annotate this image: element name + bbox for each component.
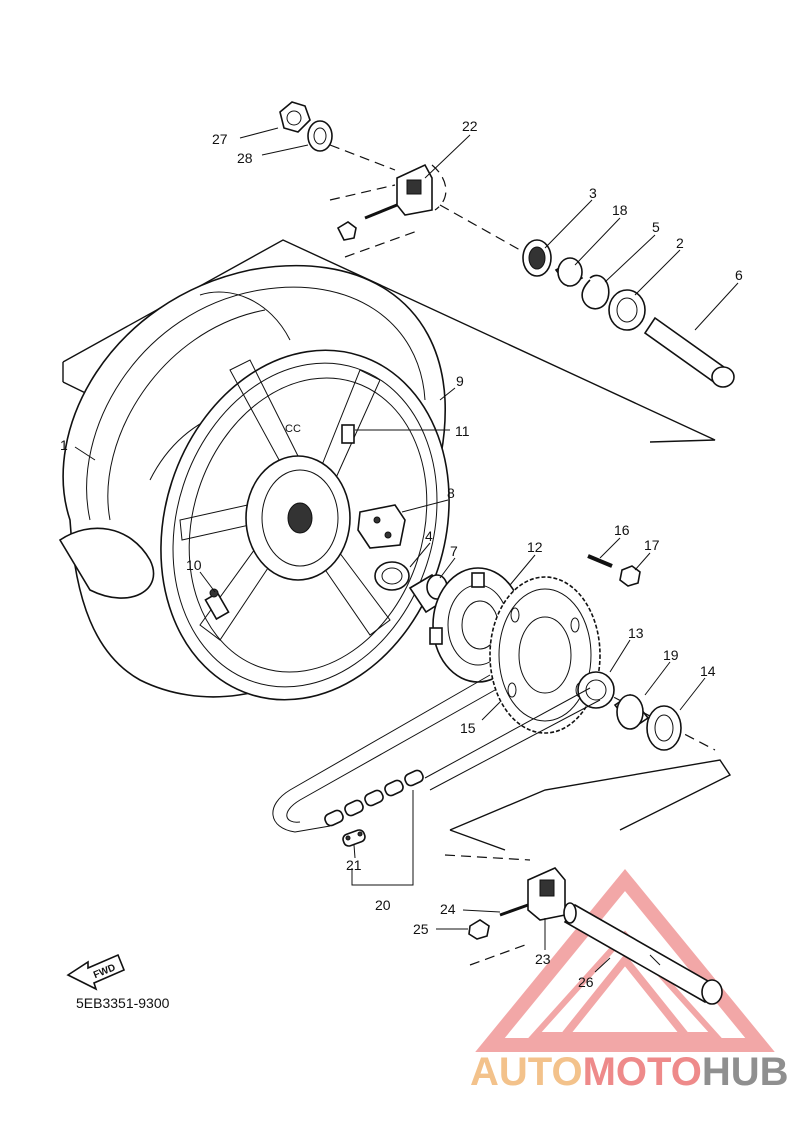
callout-9: 9 xyxy=(456,373,464,389)
watermark-hub: HUB xyxy=(702,1050,789,1094)
callout-18: 18 xyxy=(612,202,628,218)
drive-chain xyxy=(272,674,601,833)
callout-6: 6 xyxy=(735,267,743,283)
leader-lines xyxy=(74,127,739,973)
stud-bolt xyxy=(587,554,613,568)
chain-joint xyxy=(342,829,366,847)
axle-nut xyxy=(279,101,311,133)
callout-11: 11 xyxy=(455,423,470,439)
callout-10: 10 xyxy=(186,557,202,573)
svg-text:AUTOMOTOHUB: AUTOMOTOHUB xyxy=(470,1050,789,1094)
adjuster-bolt-left xyxy=(336,203,398,241)
sprocket-nut xyxy=(619,565,641,587)
chain-puller-right xyxy=(527,867,566,921)
callout-21: 21 xyxy=(346,857,362,873)
chain-links xyxy=(324,769,424,827)
wheel-axle xyxy=(563,902,723,1005)
adjuster-bolt-right xyxy=(499,903,529,917)
callout-1: 1 xyxy=(60,437,68,453)
valve xyxy=(204,588,230,621)
watermark-moto: MOTO xyxy=(583,1050,702,1094)
chain-puller-left xyxy=(396,163,433,216)
fwd-arrow: FWD xyxy=(66,953,126,991)
callout-25: 25 xyxy=(413,921,429,937)
callout-3: 3 xyxy=(589,185,597,201)
callout-labels: 1 2 3 4 5 6 7 8 9 10 11 12 13 14 15 16 1… xyxy=(60,118,743,990)
callout-28: 28 xyxy=(237,150,253,166)
axle-washer xyxy=(307,120,333,152)
collar-18 xyxy=(554,257,584,288)
bearing-4 xyxy=(374,561,410,591)
callout-14: 14 xyxy=(700,663,716,679)
callout-24: 24 xyxy=(440,901,456,917)
callout-27: 27 xyxy=(212,131,228,147)
callout-2: 2 xyxy=(676,235,684,251)
callout-15: 15 xyxy=(460,720,476,736)
watermark-auto: AUTO xyxy=(470,1050,583,1094)
wheel-rim: CC xyxy=(160,349,450,701)
svg-text:CC: CC xyxy=(285,423,301,435)
callout-16: 16 xyxy=(614,522,630,538)
callout-8: 8 xyxy=(447,485,455,501)
axle-spacer xyxy=(643,316,735,388)
callout-19: 19 xyxy=(663,647,679,663)
callout-5: 5 xyxy=(652,219,660,235)
sprocket xyxy=(489,576,601,734)
callout-4: 4 xyxy=(425,528,433,544)
callout-13: 13 xyxy=(628,625,644,641)
callout-22: 22 xyxy=(462,118,478,134)
collar-19 xyxy=(613,693,650,730)
circlip xyxy=(581,274,610,310)
drawing-code: 5EB3351-9300 xyxy=(76,995,170,1011)
oil-seal-3 xyxy=(522,239,552,277)
oil-seal-14 xyxy=(646,705,682,751)
callout-23: 23 xyxy=(535,951,551,967)
hub-damper xyxy=(357,504,406,549)
balance-weight xyxy=(341,424,355,444)
watermark-logo xyxy=(475,868,775,1052)
callout-20: 20 xyxy=(375,897,391,913)
callout-7: 7 xyxy=(450,543,458,559)
watermark-text: AUTOMOTOHUB xyxy=(470,1050,789,1094)
bearing-2 xyxy=(608,289,646,331)
callout-26: 26 xyxy=(578,974,594,990)
locknut-25 xyxy=(468,919,490,940)
callout-17: 17 xyxy=(644,537,660,553)
callout-12: 12 xyxy=(527,539,543,555)
